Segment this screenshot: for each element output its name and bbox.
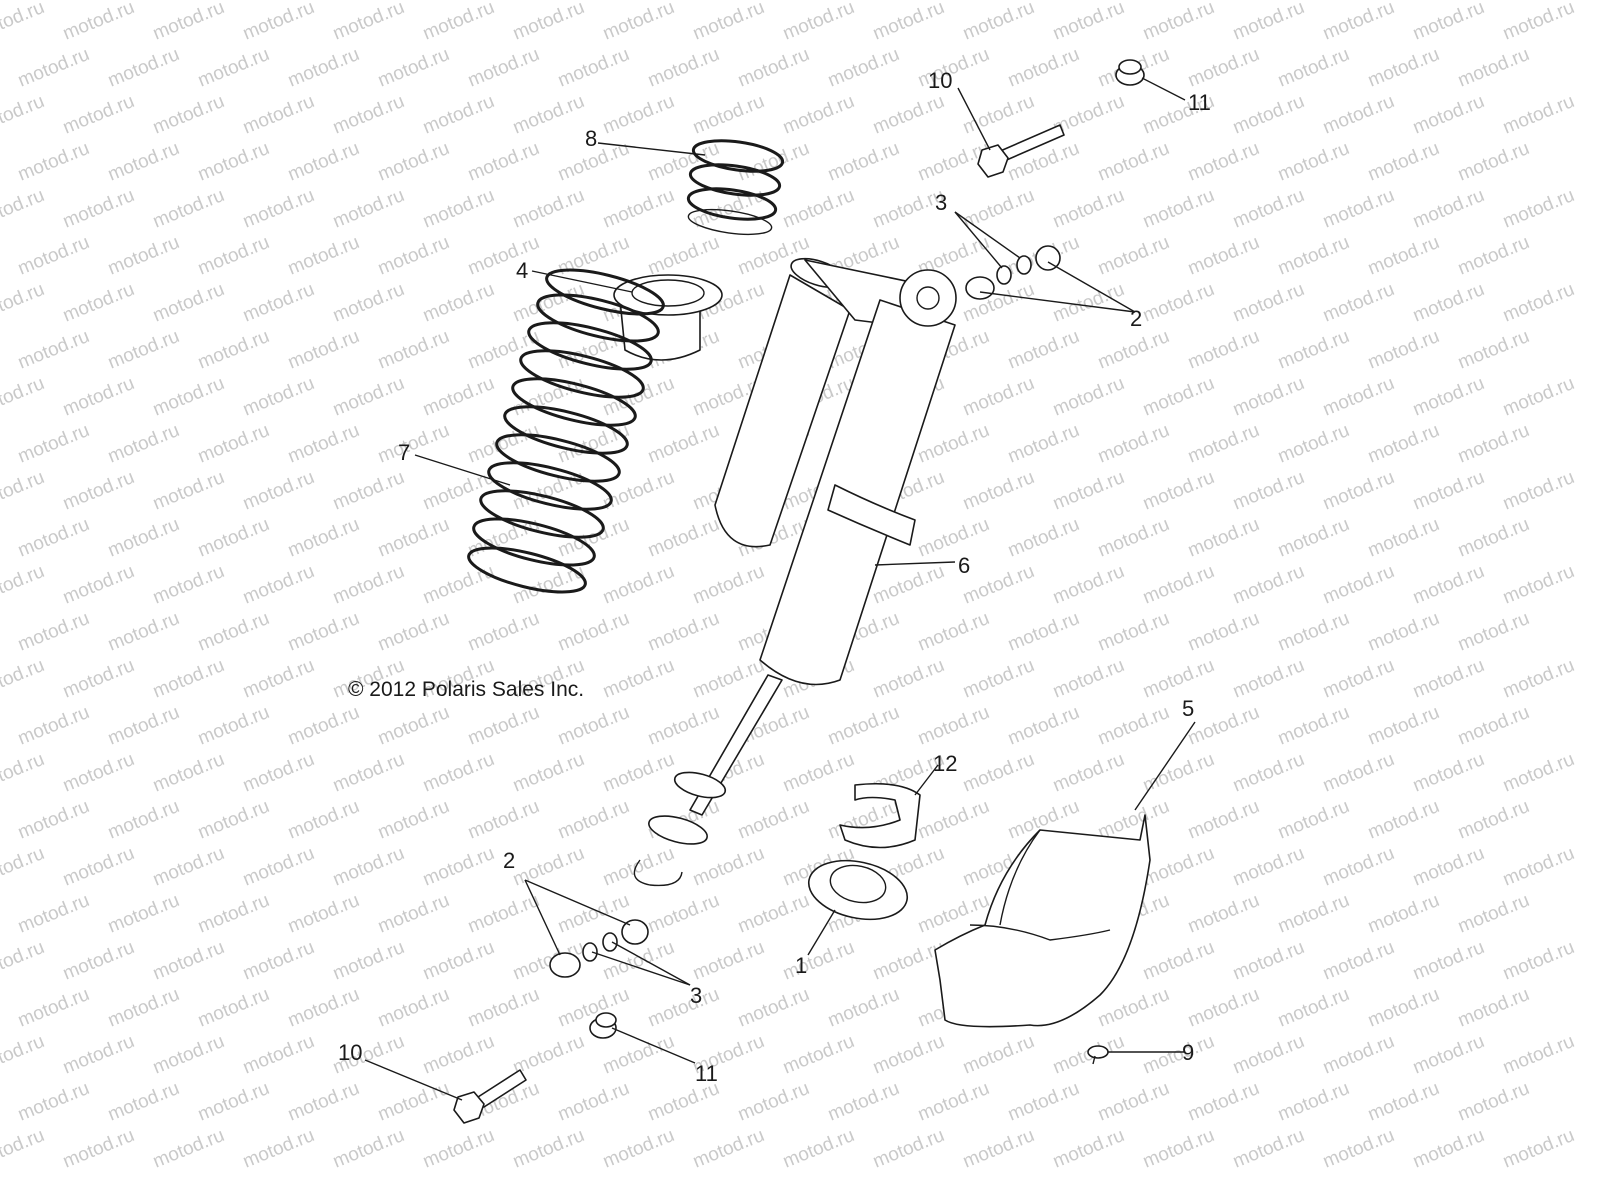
part-7-coil-spring: [467, 268, 665, 594]
upper-nut-11: [1115, 59, 1145, 86]
part-5-shock-guard: [934, 814, 1151, 1028]
callout-2-lower: 2: [503, 848, 516, 873]
upper-bolt-10: [977, 124, 1065, 178]
upper-washers-3: [996, 255, 1032, 285]
leader-lines: [364, 77, 1196, 1101]
lower-bolt-10: [453, 1069, 527, 1124]
callout-3-upper: 3: [935, 190, 948, 215]
callout-10-upper: 10: [928, 68, 953, 93]
callout-11-lower: 11: [695, 1061, 718, 1086]
lower-nut-11: [589, 1012, 617, 1039]
callout-1: 1: [795, 953, 808, 978]
copyright-text: © 2012 Polaris Sales Inc.: [348, 678, 585, 701]
callout-7: 7: [398, 440, 411, 465]
part-6-shock-absorber: [633, 257, 957, 887]
callout-12: 12: [933, 751, 958, 776]
callout-10-lower: 10: [338, 1040, 363, 1065]
callout-8: 8: [585, 126, 598, 151]
part-8-spring: [686, 139, 785, 236]
callout-9: 9: [1182, 1040, 1195, 1065]
callout-6: 6: [958, 553, 971, 578]
callout-2-upper: 2: [1130, 306, 1143, 331]
part-12-retainer-clip: [839, 782, 921, 849]
guard-screw-9: [1087, 1045, 1109, 1065]
lower-bushings-2: [549, 919, 649, 978]
upper-bushings-2: [965, 245, 1061, 300]
callout-11-upper: 11: [1188, 90, 1211, 115]
lower-washers-3: [582, 932, 618, 962]
callout-5: 5: [1182, 696, 1195, 721]
part-4-collar: [613, 274, 723, 361]
callout-3-lower: 3: [690, 983, 703, 1008]
part-1-spring-seat: [807, 859, 909, 921]
callout-4: 4: [516, 258, 529, 283]
